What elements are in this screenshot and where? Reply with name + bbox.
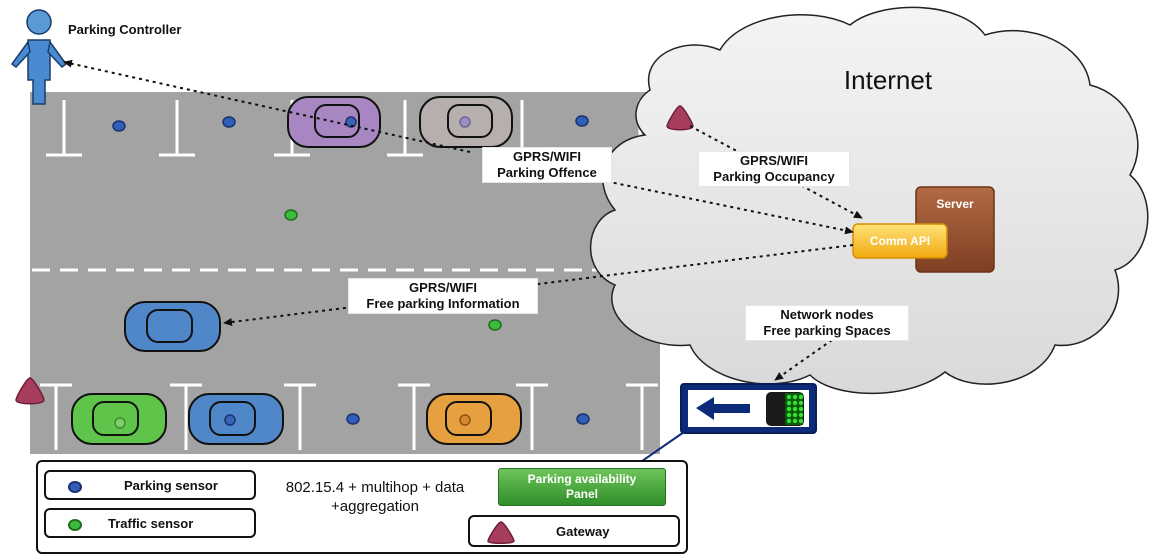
label-parking-occupancy: GPRS/WIFI Parking Occupancy <box>698 151 850 187</box>
car-green <box>71 393 167 445</box>
parking-sensor-icon <box>68 481 82 493</box>
internet-label: Internet <box>844 65 933 95</box>
arrow-offence-to-api <box>599 179 854 235</box>
traffic-sensors <box>284 209 502 331</box>
label-parking-offence-line1: GPRS/WIFI <box>513 149 581 164</box>
label-parking-offence-line2: Parking Offence <box>497 165 597 180</box>
parking-sensors <box>112 115 590 425</box>
traffic-sensor <box>284 209 298 221</box>
parking-controller-icon <box>10 9 68 105</box>
comm-api-label: Comm API <box>870 234 930 248</box>
traffic-sensor <box>488 319 502 331</box>
label-network-nodes: Network nodes Free parking Spaces <box>745 305 909 341</box>
legend-gateway-label: Gateway <box>556 524 610 539</box>
parking-sensor <box>222 116 236 128</box>
parking-sensor <box>112 120 126 132</box>
comm-api-box <box>852 223 948 259</box>
internet-cloud <box>589 6 1149 395</box>
parking-sensor <box>576 413 590 425</box>
label-network-nodes-line2: Free parking Spaces <box>763 323 891 338</box>
arrow-gateway-to-api <box>689 125 863 219</box>
legend-protocol-line2: +aggregation <box>331 498 419 515</box>
parking-availability-panel <box>680 383 817 434</box>
car-gray <box>419 96 513 148</box>
arrow-api-to-car <box>223 244 854 326</box>
arrow-api-to-panel <box>774 339 833 381</box>
legend: Parking sensor Traffic sensor 802.15.4 +… <box>36 460 688 554</box>
label-free-parking-information: GPRS/WIFI Free parking Information <box>348 278 538 314</box>
legend-gateway: Gateway <box>468 515 680 547</box>
server-label: Server <box>936 197 974 211</box>
legend-protocol-line1: 802.15.4 + multihop + data <box>285 479 465 496</box>
car-purple <box>287 96 381 148</box>
bottom-parking-bays <box>40 383 658 450</box>
parking-sensor <box>346 413 360 425</box>
label-free-parking-information-line1: GPRS/WIFI <box>409 280 477 295</box>
gateway-icon-lot <box>15 377 45 405</box>
label-free-parking-information-line2: Free parking Information <box>366 296 520 311</box>
traffic-sensor-icon <box>68 519 82 531</box>
car-orange <box>426 393 522 445</box>
parking-controller-label: Parking Controller <box>68 22 181 37</box>
legend-traffic-sensor: Traffic sensor <box>44 508 256 538</box>
gateway-icon-cloud <box>666 105 694 131</box>
legend-panel: Parking availability Panel <box>498 468 666 506</box>
legend-panel-line1: Parking availability <box>527 472 637 486</box>
label-parking-occupancy-line2: Parking Occupancy <box>713 169 835 184</box>
label-parking-offence: GPRS/WIFI Parking Offence <box>482 147 612 183</box>
car-blue-parked <box>188 393 284 445</box>
legend-parking-sensor: Parking sensor <box>44 470 256 500</box>
label-network-nodes-line1: Network nodes <box>780 307 874 322</box>
car-blue-moving <box>124 301 221 352</box>
left-arrow-icon <box>696 397 750 420</box>
legend-parking-sensor-label: Parking sensor <box>124 478 218 493</box>
gateway-icon <box>487 521 515 544</box>
parking-sensor <box>575 115 589 127</box>
label-parking-occupancy-line1: GPRS/WIFI <box>740 153 808 168</box>
legend-protocol: 802.15.4 + multihop + data +aggregation <box>260 478 490 516</box>
legend-traffic-sensor-label: Traffic sensor <box>108 516 194 531</box>
legend-panel-line2: Panel <box>565 487 598 501</box>
